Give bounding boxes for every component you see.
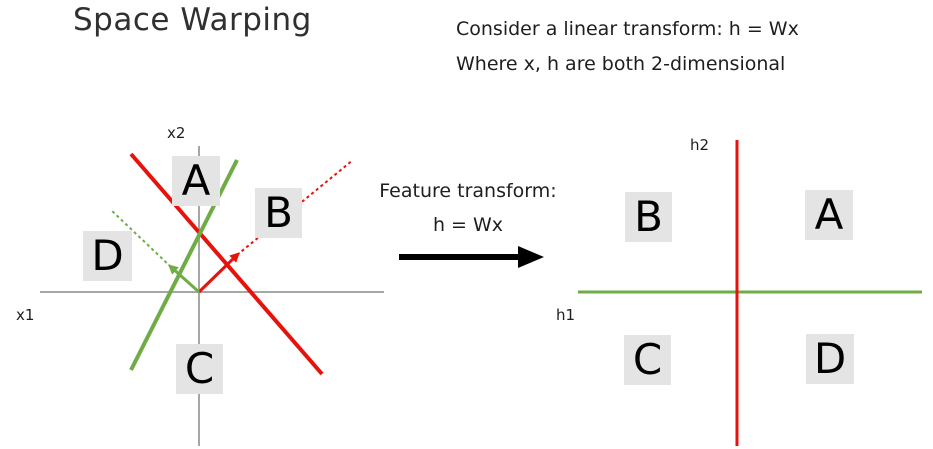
red-normal-arrow (197, 252, 240, 294)
green-normal-arrow (168, 264, 200, 294)
arrow-caption-line-1: Feature transform: (379, 180, 557, 202)
subtitle-line-2: Where x, h are both 2-dimensional (456, 53, 786, 75)
arrow-caption-line-2: h = Wx (432, 214, 504, 236)
slide-title: Space Warping (73, 2, 312, 38)
feature-h1-label: h1 (556, 306, 576, 324)
green-normal-dotted (110, 209, 172, 268)
feature-region-b: B (625, 192, 672, 242)
input-y-axis-label: x2 (167, 124, 186, 142)
input-region-a: A (172, 156, 220, 206)
feature-region-c: C (624, 335, 671, 385)
input-x-axis-label: x1 (16, 306, 35, 324)
input-region-d: D (83, 231, 132, 281)
feature-region-a: A (805, 190, 853, 240)
subtitle-line-1: Consider a linear transform: h = Wx (456, 18, 799, 40)
input-region-c: C (176, 344, 223, 394)
feature-region-d: D (806, 334, 854, 384)
input-region-b: B (255, 188, 302, 238)
feature-h2-label: h2 (690, 136, 710, 154)
